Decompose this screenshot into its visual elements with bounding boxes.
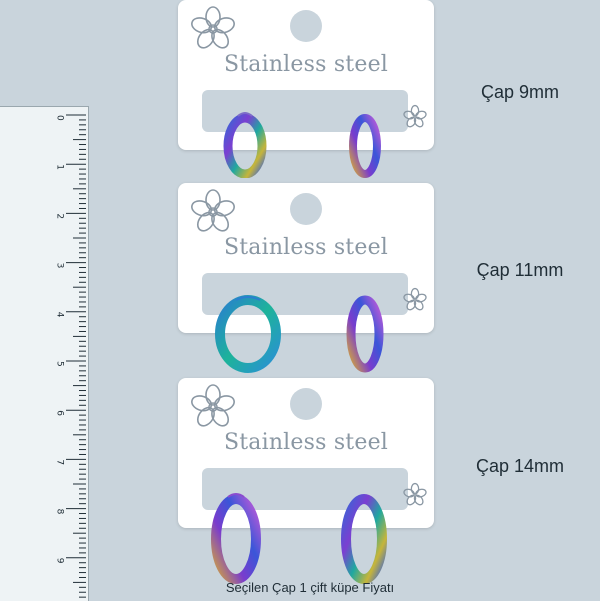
price-caption: Seçilen Çap 1 çift küpe Fiyatı (225, 580, 395, 595)
hang-hole (290, 388, 322, 420)
card-title: Stainless steel (223, 430, 389, 455)
ruler-label: 1 (55, 164, 65, 170)
ruler-label: 6 (55, 410, 65, 416)
size-label-9mm: Çap 9mm (480, 82, 560, 102)
hoop-earring-right (341, 494, 387, 584)
hoop-earring-left (215, 295, 281, 373)
flower-icon (191, 189, 235, 232)
ruler-label: 7 (55, 459, 65, 465)
ruler-label: 4 (55, 312, 65, 318)
flower-icon (191, 6, 235, 49)
ruler-label: 8 (55, 509, 65, 515)
small-flower-icon (403, 482, 427, 506)
ruler-label: 5 (55, 361, 65, 367)
small-flower-icon (403, 104, 427, 128)
hoop-earring-right (346, 295, 384, 373)
ruler-label: 9 (55, 558, 65, 564)
ruler-label: 3 (55, 263, 65, 269)
size-label-11mm: Çap 11mm (476, 260, 564, 280)
card-title: Stainless steel (223, 235, 389, 260)
size-label-14mm: Çap 14mm (475, 456, 565, 476)
ruler-label: 2 (55, 213, 65, 219)
earring-card-9mm: Stainless steel (178, 0, 434, 150)
hang-hole (290, 10, 322, 42)
ruler-scale: 0 1 2 3 4 5 6 7 8 9 (55, 114, 86, 598)
hoop-earring-left (211, 493, 261, 584)
hang-hole (290, 193, 322, 225)
ruler: 0 1 2 3 4 5 6 7 8 9 (0, 106, 89, 601)
hoop-earring-left (223, 112, 267, 178)
hoop-earring-right (349, 114, 381, 178)
flower-icon (191, 384, 235, 427)
small-flower-icon (403, 287, 427, 311)
card-title: Stainless steel (223, 52, 389, 77)
ruler-label: 0 (55, 115, 65, 121)
